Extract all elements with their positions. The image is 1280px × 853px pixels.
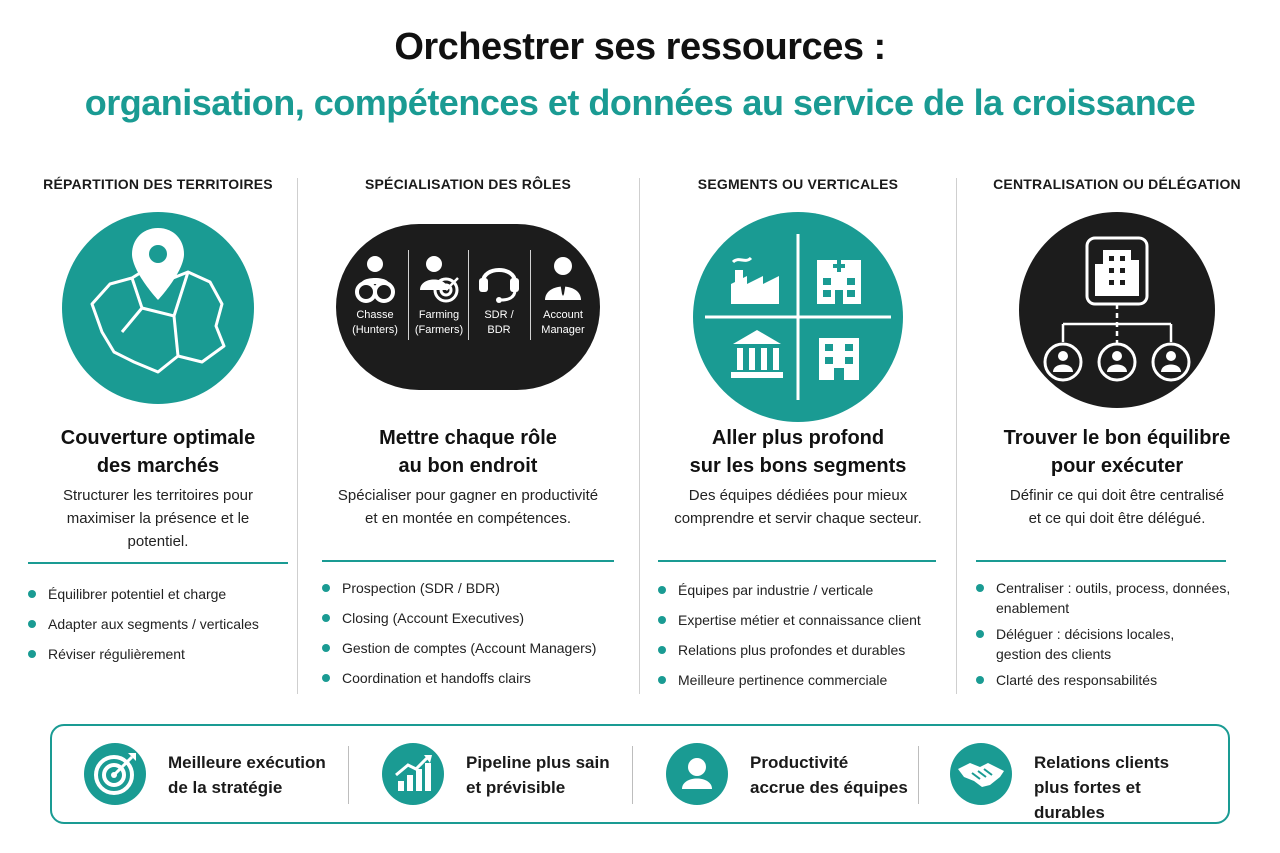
map-pin-icon: [62, 212, 254, 404]
column-rule: [322, 560, 614, 562]
bullet-icon: [28, 590, 36, 598]
bullet-icon: [976, 584, 984, 592]
bullet-icon: [322, 644, 330, 652]
target-person-icon: [420, 256, 459, 303]
column-list: Équilibrer potentiel et charge Adapter a…: [28, 584, 298, 674]
list-item: Déléguer : décisions locales,gestion des…: [976, 624, 1260, 664]
outcome-item: Productivité accrue des équipes: [634, 726, 924, 822]
page-title: Orchestrer ses ressources :: [394, 26, 886, 68]
column-heading: Aller plus profond sur les bons segments: [689, 427, 907, 477]
headset-icon: [479, 268, 519, 303]
bullet-icon: [658, 586, 666, 594]
bullet-icon: [658, 676, 666, 684]
column-roles: SPÉCIALISATION DES RÔLES Chasse(Hunters): [318, 168, 618, 698]
role-farmers: Farming(Farmers): [410, 254, 468, 336]
bank-icon: [731, 330, 783, 378]
bullet-icon: [658, 646, 666, 654]
bullet-icon: [322, 674, 330, 682]
territory-visual: [62, 212, 254, 404]
role-hunters: Chasse(Hunters): [346, 254, 404, 336]
outcome-label: Meilleure exécution de la stratégie: [168, 753, 326, 797]
bullet-icon: [322, 614, 330, 622]
column-separator: [639, 178, 640, 694]
list-item: Relations plus profondes et durables: [658, 640, 938, 660]
list-item: Clarté des responsabilités: [976, 670, 1260, 690]
column-list: Prospection (SDR / BDR) Closing (Account…: [322, 578, 608, 698]
growth-chart-icon: [382, 743, 444, 805]
list-item: Équipes par industrie / verticale: [658, 580, 938, 600]
list-item: Coordination et handoffs clairs: [322, 668, 608, 688]
target-icon: [84, 743, 146, 805]
column-list: Centraliser : outils, process, données,e…: [976, 578, 1260, 700]
list-item: Expertise métier et connaissance client: [658, 610, 938, 630]
roles-panel: Chasse(Hunters) Farming(Farmers): [336, 224, 600, 390]
bullet-icon: [976, 630, 984, 638]
role-sdr: SDR /BDR: [470, 254, 528, 336]
list-item: Meilleure pertinence commerciale: [658, 670, 938, 690]
column-heading: Couverture optimale des marchés: [60, 427, 256, 477]
list-item: Adapter aux segments / verticales: [28, 614, 298, 634]
bullet-icon: [28, 620, 36, 628]
hospital-icon: [817, 260, 861, 304]
column-list: Équipes par industrie / verticale Expert…: [658, 580, 938, 700]
column-separator: [297, 178, 298, 694]
outcome-label: Relations clients plus fortes et durable…: [1034, 753, 1170, 822]
column-centralisation: CENTRALISATION OU DÉLÉGATION: [964, 168, 1270, 698]
page-subtitle: organisation, compétences et données au …: [84, 82, 1196, 123]
list-item: Équilibrer potentiel et charge: [28, 584, 298, 604]
bullet-icon: [28, 650, 36, 658]
segments-quadrant: [693, 212, 903, 422]
roles-visual: Chasse(Hunters) Farming(Farmers): [336, 212, 600, 390]
column-header: RÉPARTITION DES TERRITOIRES: [43, 176, 273, 192]
outcome-item: Relations clients plus fortes et durable…: [918, 726, 1208, 822]
org-visual: [1019, 212, 1215, 408]
column-header: CENTRALISATION OU DÉLÉGATION: [993, 176, 1241, 192]
outcome-label: Pipeline plus sain et prévisible: [466, 753, 610, 797]
column-separator: [956, 178, 957, 694]
list-item: Réviser régulièrement: [28, 644, 298, 664]
businessman-icon: [545, 257, 581, 300]
column-description: Structurer les territoires pour maximise…: [62, 487, 254, 550]
bullet-icon: [658, 616, 666, 624]
org-chart-icon: [1019, 212, 1215, 408]
outcome-label: Productivité accrue des équipes: [750, 753, 908, 797]
segments-visual: [693, 212, 903, 422]
column-header: SPÉCIALISATION DES RÔLES: [364, 176, 571, 192]
column-territories: RÉPARTITION DES TERRITOIRES Couverture o…: [8, 168, 308, 698]
column-rule: [658, 560, 936, 562]
list-item: Centraliser : outils, process, données,e…: [976, 578, 1260, 618]
column-segments: SEGMENTS OU VERTICALES: [648, 168, 948, 698]
list-item: Gestion de comptes (Account Managers): [322, 638, 608, 658]
column-description: Définir ce qui doit être centralisé et c…: [1009, 487, 1225, 527]
column-heading: Trouver le bon équilibre pour exécuter: [1003, 427, 1231, 477]
handshake-icon: [950, 743, 1012, 805]
column-rule: [28, 562, 288, 564]
list-item: Closing (Account Executives): [322, 608, 608, 628]
office-building-icon: [819, 338, 859, 380]
column-description: Spécialiser pour gagner en productivité …: [337, 487, 599, 527]
factory-icon: [731, 256, 779, 304]
bullet-icon: [322, 584, 330, 592]
list-item: Prospection (SDR / BDR): [322, 578, 608, 598]
column-heading: Mettre chaque rôle au bon endroit: [379, 427, 557, 477]
outcome-item: Pipeline plus sain et prévisible: [350, 726, 640, 822]
column-rule: [976, 560, 1226, 562]
outcome-item: Meilleure exécution de la stratégie: [52, 726, 342, 822]
outcomes-banner: Meilleure exécution de la stratégie Pipe…: [50, 724, 1230, 824]
binoculars-icon: [355, 256, 395, 303]
person-icon: [666, 743, 728, 805]
column-header: SEGMENTS OU VERTICALES: [697, 176, 899, 192]
bullet-icon: [976, 676, 984, 684]
column-description: Des équipes dédiées pour mieux comprendr…: [674, 487, 922, 527]
